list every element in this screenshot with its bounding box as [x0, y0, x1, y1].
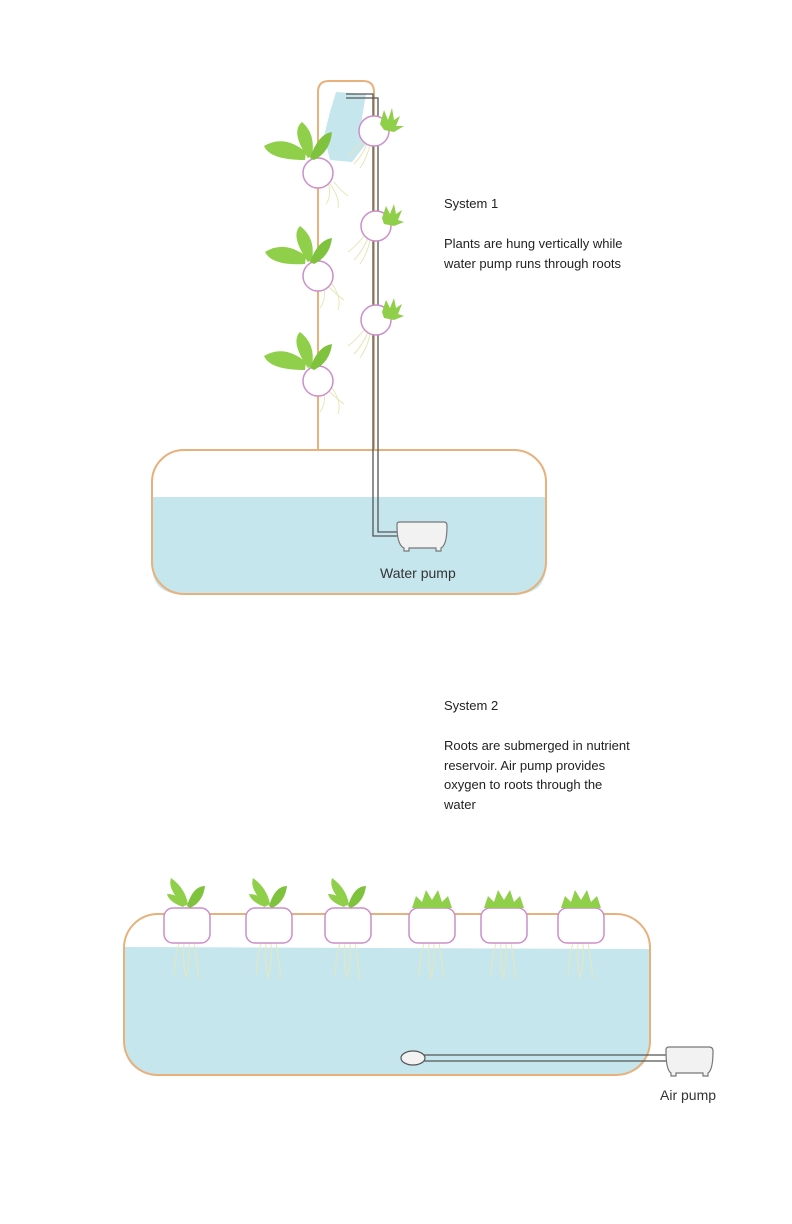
air-line	[424, 1054, 666, 1062]
roots	[418, 942, 444, 980]
system1-illustration	[151, 80, 547, 595]
system1-title: System 1	[444, 196, 499, 211]
system1-tank-outline	[151, 449, 547, 595]
water-pump	[396, 521, 448, 552]
roots	[255, 942, 281, 980]
air-pump	[665, 1046, 714, 1077]
system1-plant-left-3	[264, 332, 345, 415]
water-spray	[324, 92, 366, 162]
air-stone	[400, 1050, 426, 1066]
system2-illustration	[123, 878, 714, 1077]
system1-water	[152, 497, 546, 594]
system2-net-pot	[408, 890, 456, 980]
roots	[334, 942, 360, 980]
net-pot	[480, 907, 528, 944]
air-pump-label: Air pump	[660, 1087, 717, 1103]
system2-description: Roots are submerged in nutrient reservoi…	[444, 738, 630, 812]
system2-net-pot	[557, 890, 605, 980]
spiky-plant	[484, 890, 524, 908]
system1-plant-right-3	[347, 298, 404, 359]
system2-net-pot	[480, 890, 528, 980]
leafy-plant	[249, 878, 287, 908]
net-pot	[324, 907, 372, 944]
system2-reservoir	[123, 913, 651, 1076]
leafy-plant	[167, 878, 205, 908]
net-pot	[245, 907, 293, 944]
spiky-plant	[561, 890, 601, 908]
system1-plant-left-2	[265, 226, 345, 311]
spiky-plant	[412, 890, 452, 908]
system1-plant-left-1	[264, 122, 349, 209]
net-pot	[408, 907, 456, 944]
roots	[567, 942, 593, 980]
system2-net-pot	[245, 878, 293, 980]
system1-vertical-column	[317, 80, 375, 450]
water-pump-label: Water pump	[380, 565, 456, 581]
system2-net-pot	[163, 878, 211, 980]
system2-water	[124, 947, 650, 1075]
system2-net-pot	[324, 878, 372, 980]
net-pot	[557, 907, 605, 944]
roots	[173, 942, 199, 980]
system1-reservoir	[151, 449, 547, 595]
system1-description: Plants are hung vertically while water p…	[444, 236, 623, 271]
system1-plant-right-2	[347, 204, 404, 265]
system2-tank-outline	[123, 913, 651, 1076]
net-pot	[163, 907, 211, 944]
leafy-plant	[328, 878, 366, 908]
system1-plant-right-1	[347, 108, 404, 169]
system2-title: System 2	[444, 698, 499, 713]
roots	[490, 942, 516, 980]
system2-pots	[163, 878, 605, 980]
